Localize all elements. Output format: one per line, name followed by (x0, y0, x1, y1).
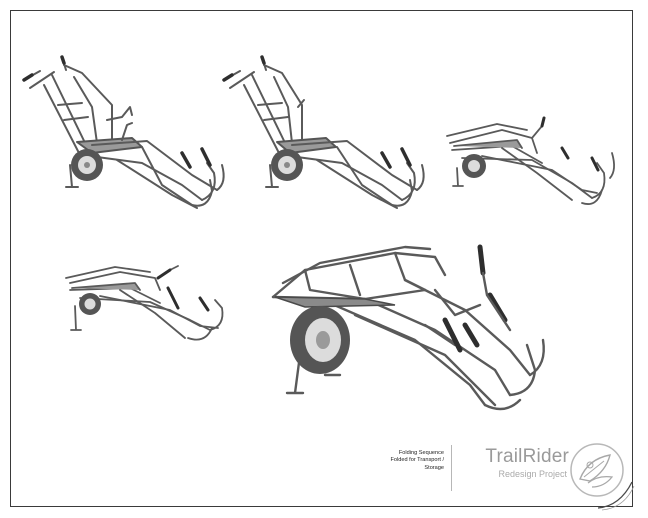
chair-folded-illustration (271, 244, 545, 411)
render-step-1-upright (22, 45, 227, 215)
sheet-caption: Folding Sequence Folded for Transport / … (352, 450, 444, 472)
caption-line-2: Folded for Transport / (390, 457, 444, 464)
brand-block: TrailRider Redesign Project (459, 446, 569, 480)
trailrider-leaf-logo-icon (570, 443, 624, 497)
caption-divider (451, 445, 452, 491)
page-curl-icon (597, 481, 635, 511)
render-step-5-folded-for-transport (265, 235, 550, 420)
render-step-4-folding (60, 258, 230, 346)
chair-upright-illustration (22, 55, 225, 209)
caption-line-1: Folding Sequence (398, 450, 444, 456)
brand-subtitle: Redesign Project (498, 469, 567, 479)
sheet-border (10, 10, 633, 507)
chair-upright-illustration-2 (222, 55, 425, 209)
chair-folding-illustration-2 (65, 265, 224, 341)
render-step-2-upright (222, 45, 427, 215)
chair-folding-illustration (446, 116, 615, 205)
brand-title: TrailRider (485, 446, 569, 467)
caption-line-3: Storage (424, 464, 444, 471)
render-step-3-folding (442, 108, 617, 213)
